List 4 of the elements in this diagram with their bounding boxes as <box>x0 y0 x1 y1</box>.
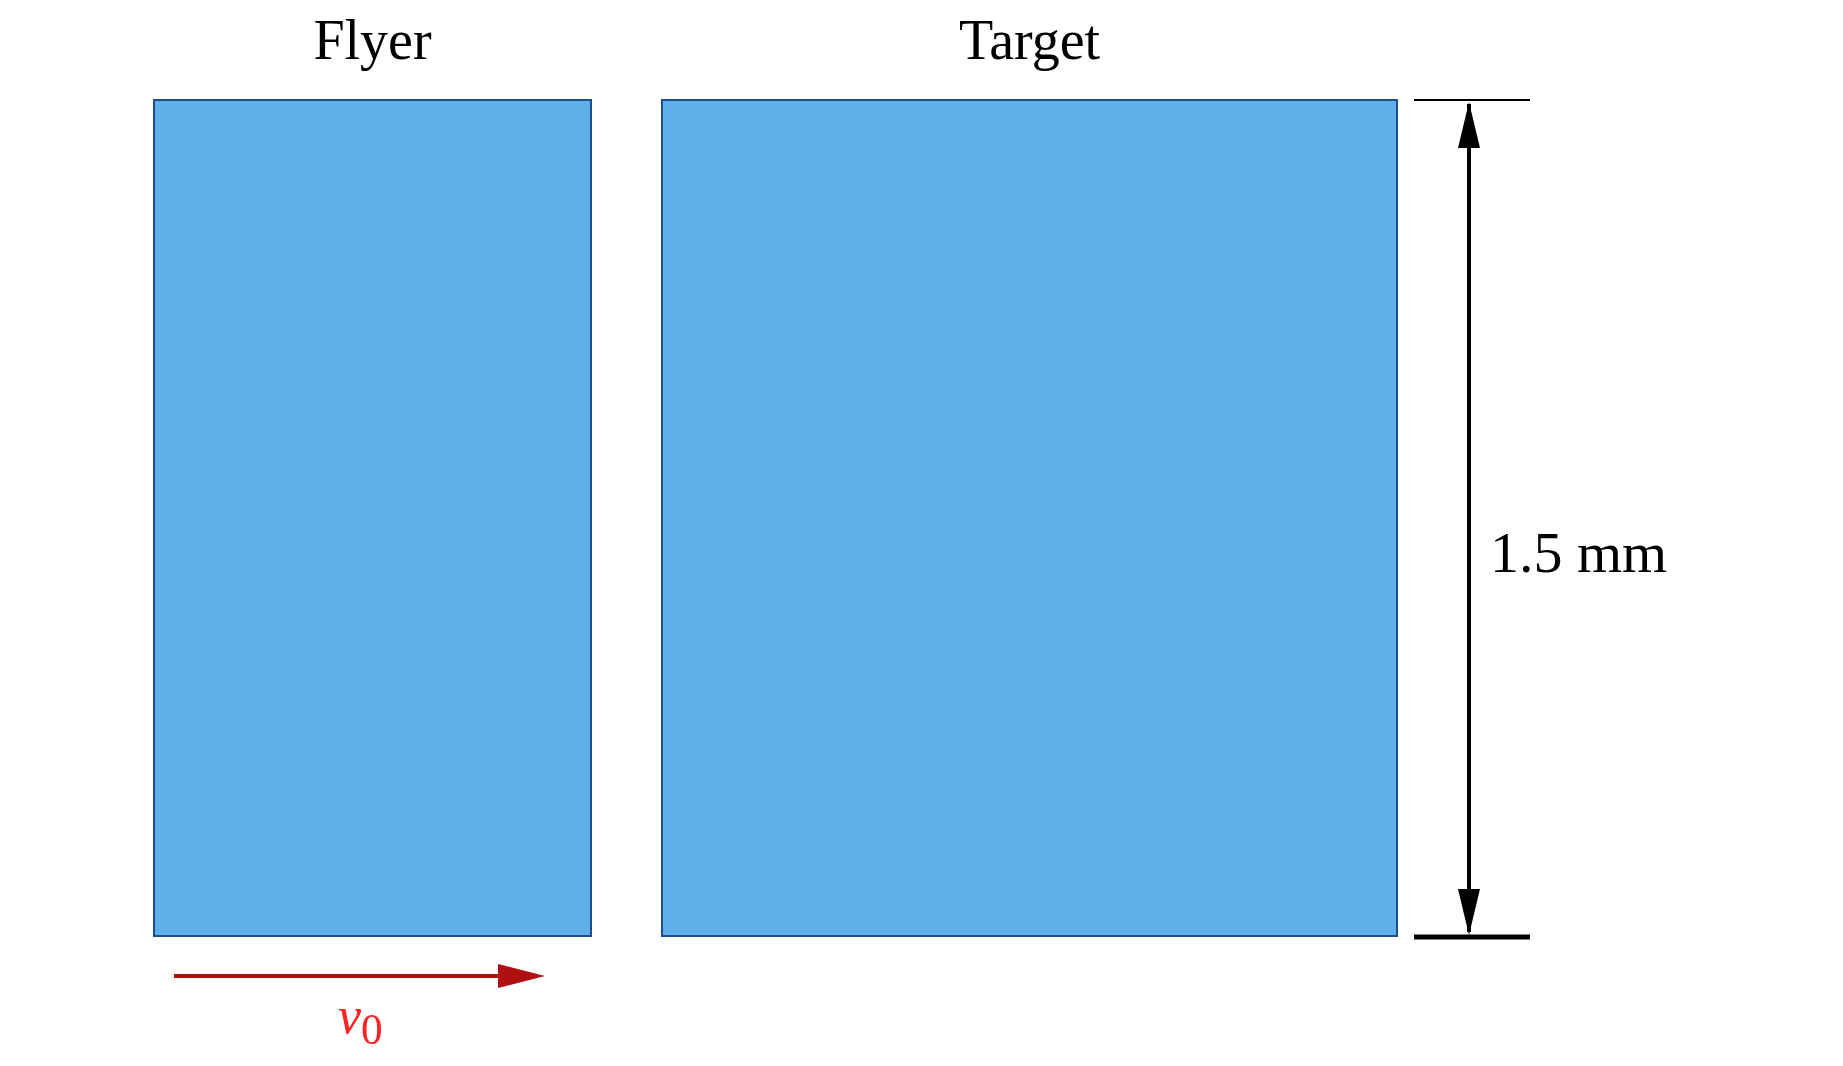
velocity-label: v$_{0}$ <box>338 990 383 1052</box>
dimension-label: 1.5 mm <box>1490 524 1668 582</box>
plate-box <box>661 99 1398 937</box>
plate-box <box>153 99 592 937</box>
